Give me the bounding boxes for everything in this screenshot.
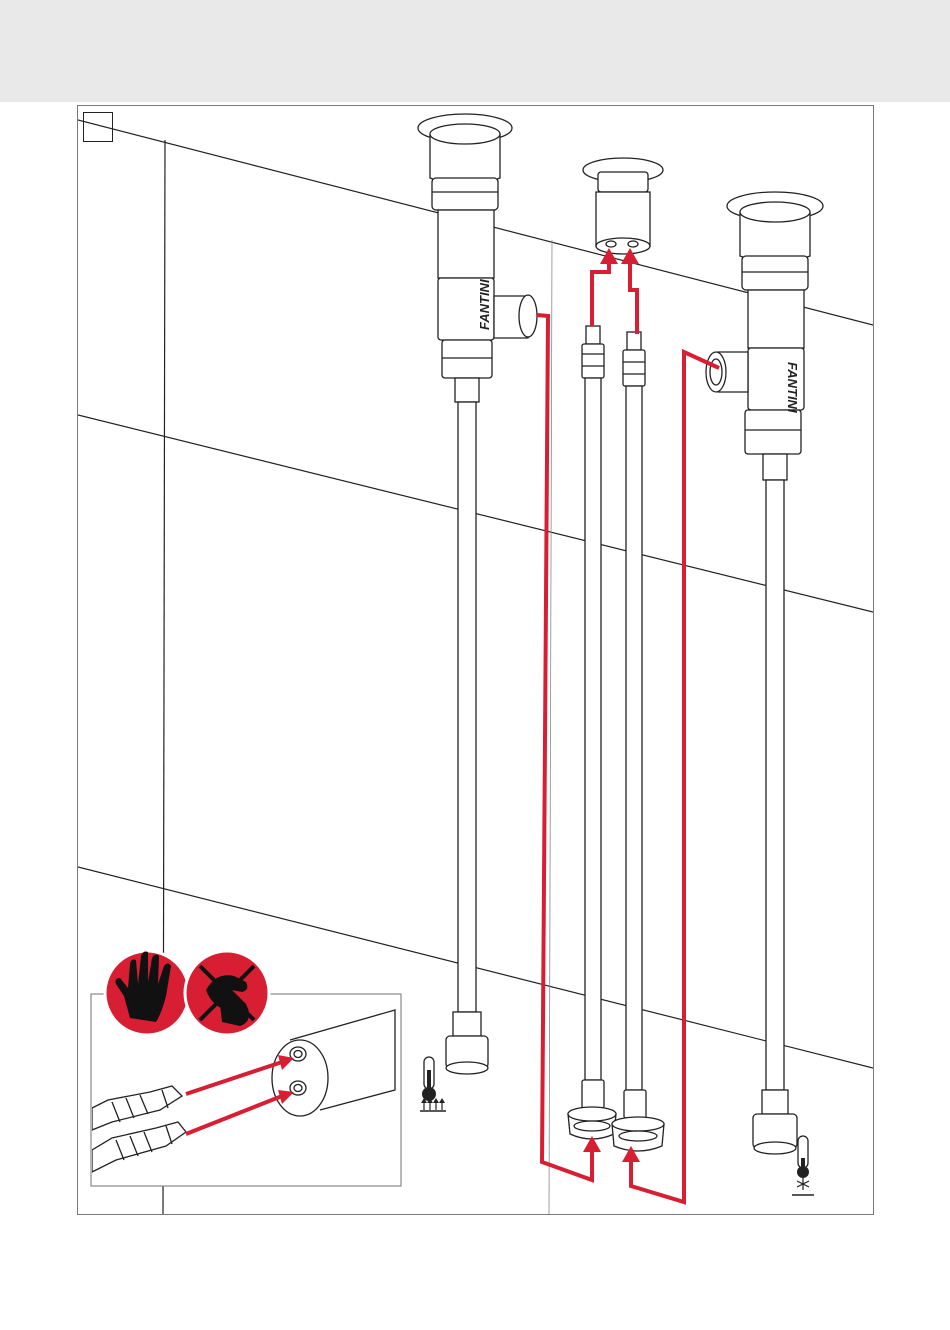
hose-b-fitting — [623, 350, 645, 386]
hose-a-tip — [586, 326, 600, 344]
left-valve-body — [438, 210, 494, 278]
left-valve-stem — [455, 378, 479, 402]
hose-a-lower-fitting — [582, 1080, 604, 1108]
left-hose-ferrule — [453, 1012, 481, 1036]
hose-b-tube — [626, 386, 642, 1090]
center-flexible-hoses — [568, 326, 664, 1151]
hot-connection-path — [537, 315, 592, 1180]
right-valve-nut — [742, 256, 808, 290]
mixer-inlet-assembly — [583, 158, 663, 254]
right-hose-ferrule — [762, 1090, 788, 1114]
hose-a-tube — [585, 378, 601, 1080]
hose-a-fitting — [582, 344, 604, 378]
right-valve-brand-label: FANTINI — [785, 362, 800, 413]
right-valve-lower-nut — [745, 410, 801, 454]
hose-b-lower-fitting — [624, 1090, 646, 1118]
left-valve-outlet-port — [519, 295, 537, 337]
thermometer-hot-icon — [420, 1057, 446, 1111]
mixer-inlet-port-cold — [628, 241, 638, 247]
cold-connection-path — [631, 352, 719, 1202]
no-bare-hands-icon — [185, 951, 269, 1035]
left-valve-lower-nut — [442, 340, 492, 378]
right-valve-body — [748, 290, 804, 348]
mixer-inlet-port-hot — [606, 241, 616, 247]
left-hot-valve-assembly — [418, 114, 537, 1074]
left-valve-brand-label: FANTINI — [477, 279, 492, 330]
right-cold-supply-hose — [766, 480, 784, 1090]
left-hot-supply-hose — [458, 402, 476, 1012]
hose-b-tip — [627, 332, 641, 350]
left-valve-nut — [432, 178, 498, 210]
mixer-top-nut — [598, 172, 648, 192]
glove-hand-icon — [105, 951, 189, 1035]
hose-b-to-mixer-path — [630, 262, 637, 334]
right-cold-valve-assembly — [706, 192, 823, 1154]
hose-a-to-mixer-path — [592, 262, 609, 326]
right-valve-stem — [763, 454, 787, 480]
